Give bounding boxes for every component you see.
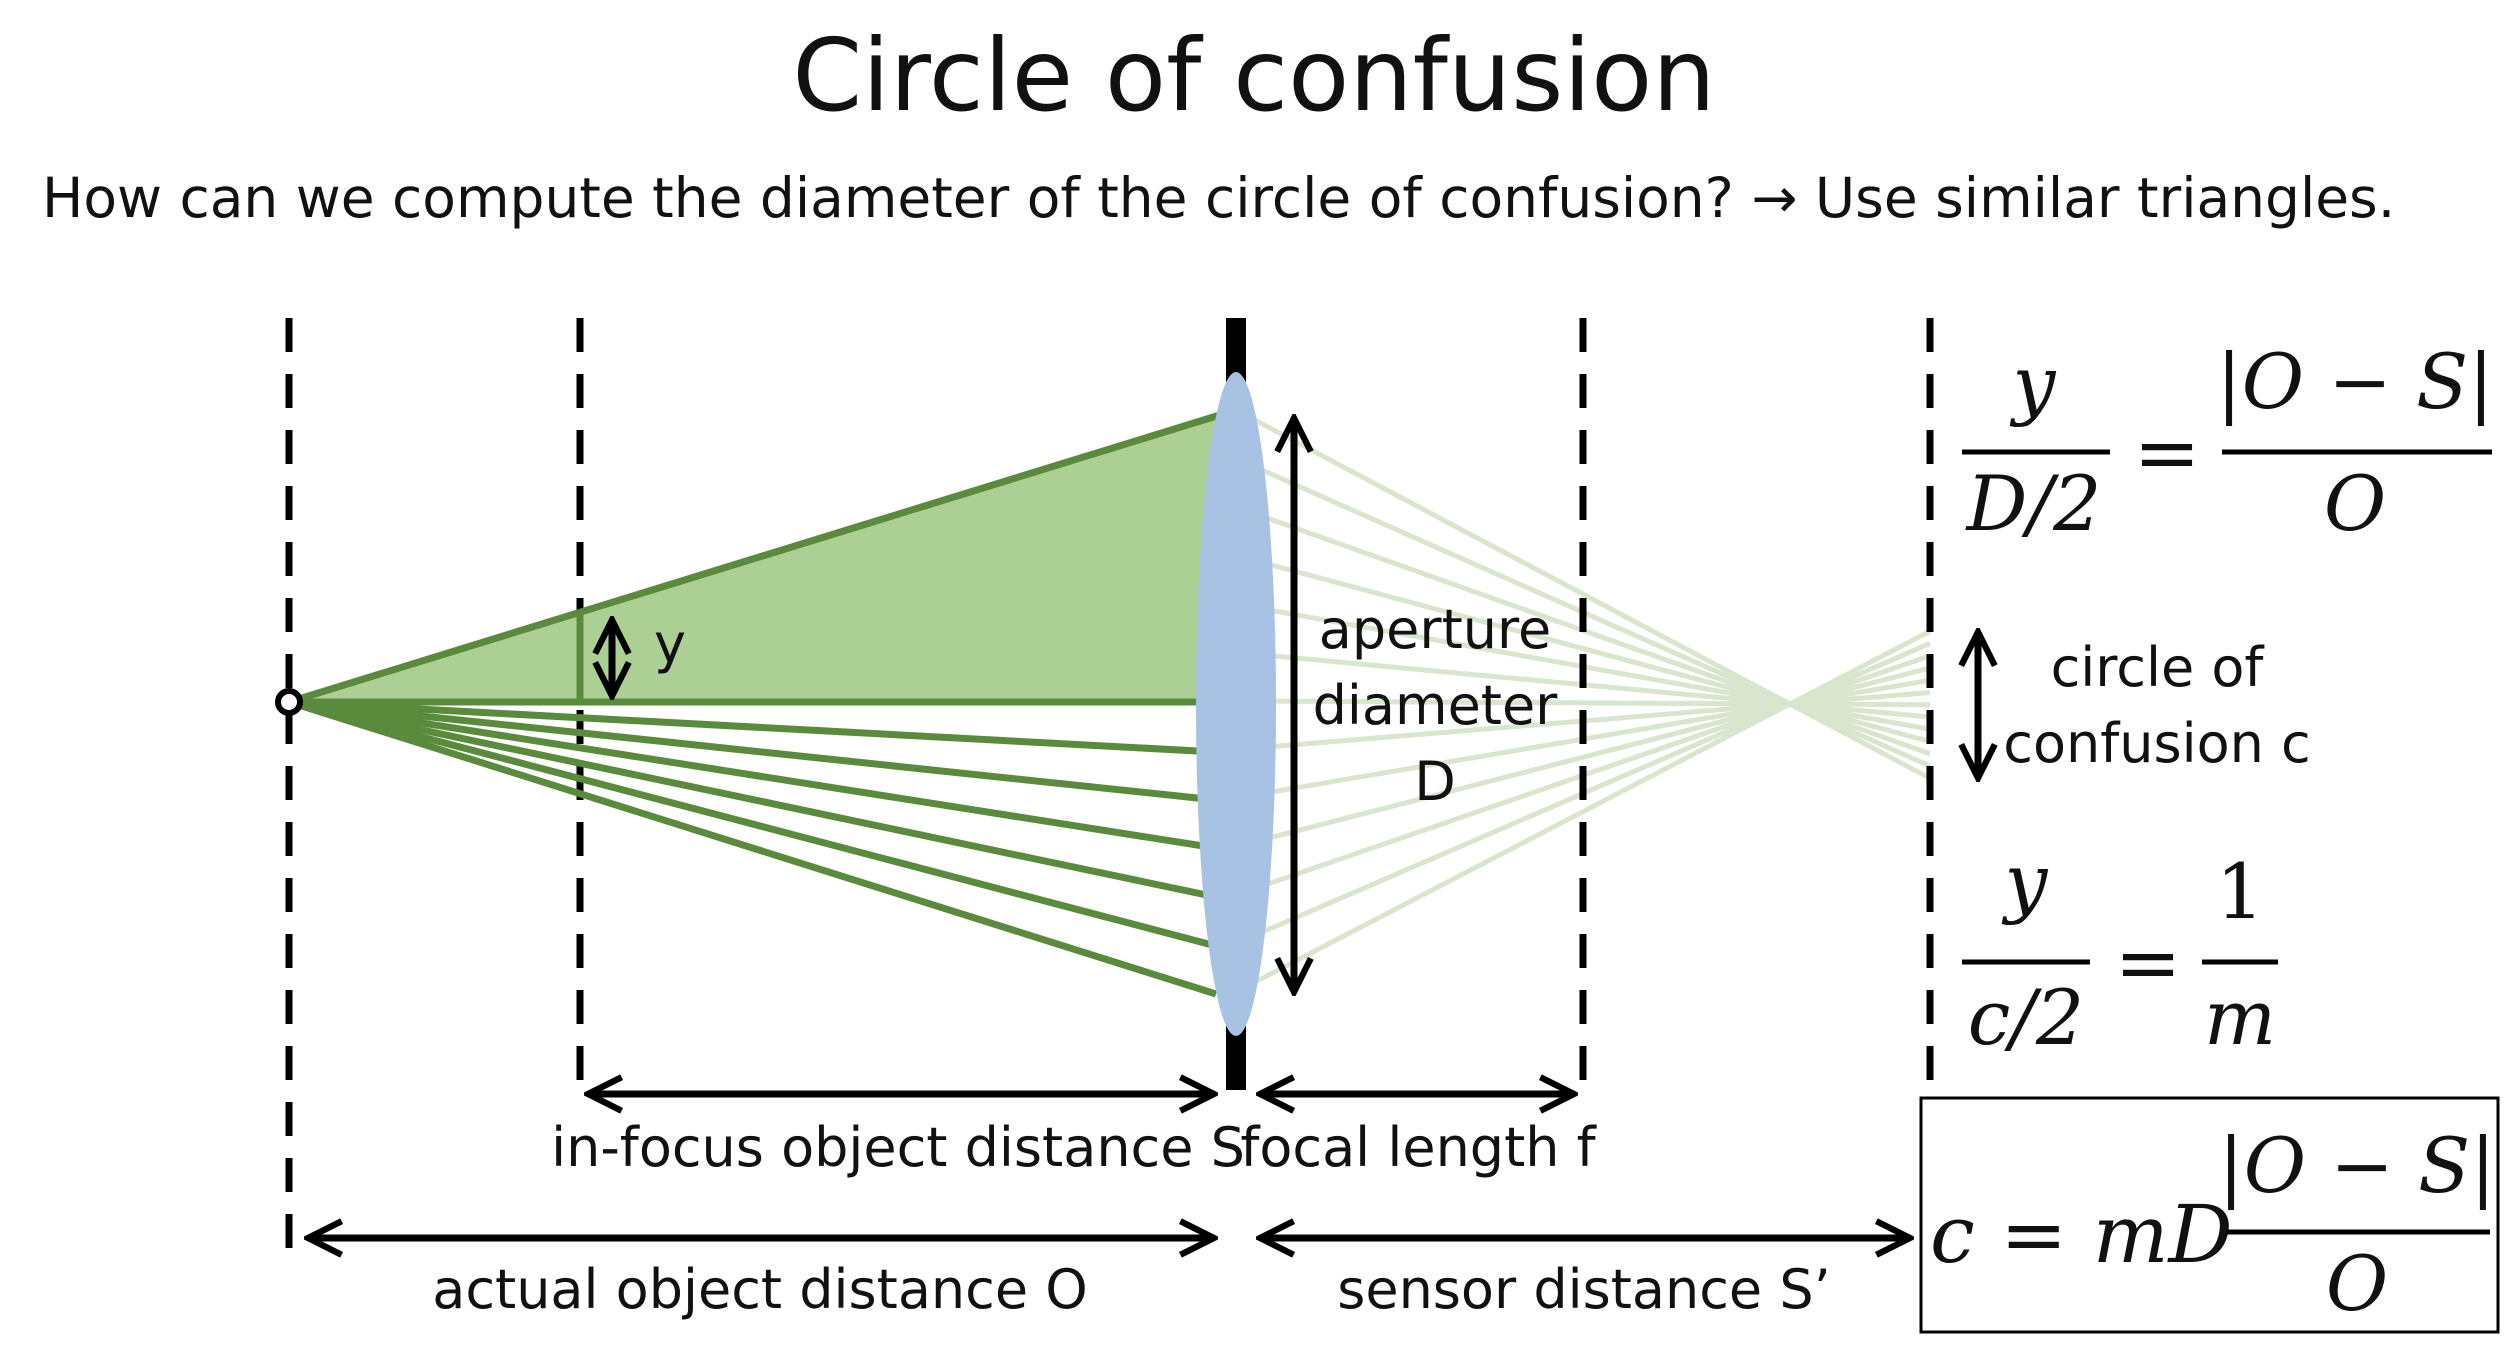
eq1-rhs-num: |O − S| [2216, 337, 2494, 426]
eq2-equals: = [2114, 916, 2181, 1009]
object-ray [288, 698, 1217, 950]
eq1-lhs-den: D/2 [1965, 459, 2102, 548]
result-box [1919, 1096, 2500, 1334]
equation-3-box: c = mD |O − S| O [1919, 1096, 2500, 1334]
focal-length-label: focal length f [1240, 1116, 1597, 1179]
eq2-lhs-den: c/2 [1968, 973, 2085, 1062]
dark-rays [287, 698, 1218, 998]
eq2-rhs-num: 1 [2216, 847, 2264, 936]
eq3-lhs: c = mD [1930, 1188, 2233, 1281]
actual-distance-label: actual object distance O [432, 1258, 1088, 1321]
arrow-right-icon: → [1751, 166, 1815, 230]
eq1-lhs-num: y [2010, 339, 2057, 428]
aperture-label-2: diameter [1313, 674, 1559, 737]
coc-label-1: circle of [2051, 636, 2266, 699]
y-label: y [654, 612, 686, 675]
equation-2: y c/2 = 1 m [1962, 837, 2278, 1062]
object-ray [288, 698, 1217, 852]
eq1-rhs-den: O [2324, 459, 2386, 548]
slide-subtitle: How can we compute the diameter of the c… [42, 158, 2395, 238]
eq2-lhs-num: y [2002, 837, 2049, 926]
faint-ray [1234, 629, 1932, 995]
object-point [275, 688, 303, 716]
eq2-rhs-den: m [2204, 973, 2276, 1062]
eq3-rhs-num: |O − S| [2218, 1121, 2496, 1210]
question-text: How can we compute the diameter of the c… [42, 166, 1734, 230]
object-ray [287, 698, 1218, 998]
object-ray [288, 698, 1217, 756]
eq3-rhs-den: O [2326, 1239, 2388, 1328]
object-ray [288, 698, 1217, 901]
equation-1: y D/2 = |O − S| O [1962, 337, 2494, 548]
sensor-distance-label: sensor distance S’ [1337, 1258, 1831, 1321]
aperture-label-3: D [1414, 750, 1456, 813]
coc-label-2: confusion c [2003, 712, 2310, 775]
in-focus-distance-label: in-focus object distance S [551, 1116, 1245, 1179]
lens [1196, 372, 1276, 1036]
eq1-equals: = [2133, 406, 2200, 499]
answer-text: Use similar triangles. [1814, 166, 2396, 230]
aperture-label-1: aperture [1319, 598, 1551, 661]
similar-triangle [285, 406, 1240, 706]
slide-title: Circle of confusion [792, 17, 1716, 134]
object-ray [288, 698, 1217, 804]
